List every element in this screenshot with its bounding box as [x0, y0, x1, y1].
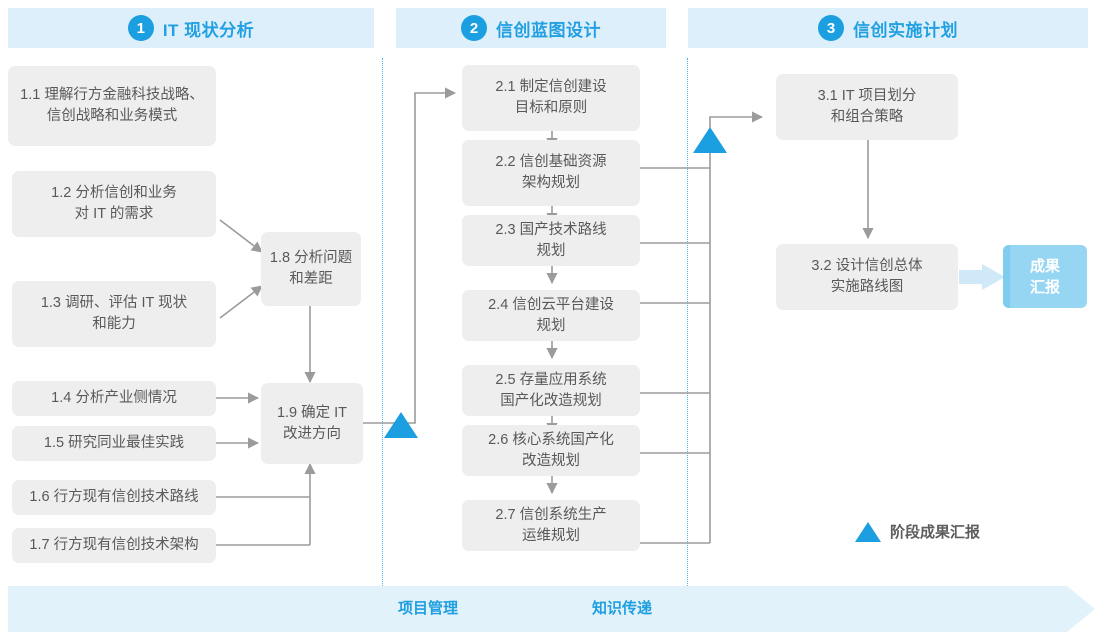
process-box-1-7[interactable]: 1.7 行方现有信创技术架构 — [12, 528, 216, 563]
process-box-1-3[interactable]: 1.3 调研、评估 IT 现状 和能力 — [12, 281, 216, 347]
process-box-1-4[interactable]: 1.4 分析产业侧情况 — [12, 381, 216, 416]
process-box-2-1[interactable]: 2.1 制定信创建设 目标和原则 — [462, 65, 640, 131]
legend-label: 阶段成果汇报 — [890, 524, 981, 541]
process-box-2-6[interactable]: 2.6 核心系统国产化 改造规划 — [462, 425, 640, 476]
phase-chevron-1-icon — [374, 8, 394, 48]
bottom-label-project-management: 项目管理 — [398, 600, 459, 617]
phase-band-3: 3 信创实施计划 — [688, 8, 1108, 48]
milestone-triangle-icon — [855, 521, 881, 542]
process-box-1-1[interactable]: 1.1 理解行方金融科技战略、 信创战略和业务模式 — [8, 66, 216, 146]
phase-number-1: 1 — [127, 15, 154, 41]
bottom-band — [8, 586, 1095, 632]
phase-title-1: IT 现状分析 — [162, 20, 255, 40]
process-box-1-5[interactable]: 1.5 研究同业最佳实践 — [12, 426, 216, 461]
process-box-3-2[interactable]: 3.2 设计信创总体 实施路线图 — [776, 244, 958, 310]
process-box-1-9[interactable]: 1.9 确定 IT 改进方向 — [261, 383, 363, 464]
phase-number-2: 2 — [461, 15, 487, 41]
deliverable-box[interactable]: 成果 汇报 — [1003, 245, 1087, 308]
phase-title-2: 信创蓝图设计 — [496, 20, 601, 40]
phase-band-2: 2 信创蓝图设计 — [396, 8, 686, 48]
process-box-1-2[interactable]: 1.2 分析信创和业务 对 IT 的需求 — [12, 171, 216, 237]
milestone-triangle-phase2-icon — [693, 127, 727, 153]
deliverable-arrow-icon — [959, 264, 1005, 290]
process-box-2-3[interactable]: 2.3 国产技术路线 规划 — [462, 215, 640, 266]
phase-band-1: 1 IT 现状分析 — [8, 8, 394, 48]
phase-title-3: 信创实施计划 — [853, 20, 958, 40]
phase-divider-2-3 — [687, 58, 688, 586]
phase-chevron-2-icon — [666, 8, 686, 48]
phase-divider-1-2 — [382, 58, 383, 586]
process-box-2-2[interactable]: 2.2 信创基础资源 架构规划 — [462, 140, 640, 206]
process-box-2-4[interactable]: 2.4 信创云平台建设 规划 — [462, 290, 640, 341]
bottom-label-knowledge-transfer: 知识传递 — [592, 600, 653, 617]
process-box-1-8[interactable]: 1.8 分析问题 和差距 — [261, 232, 361, 306]
process-box-2-7[interactable]: 2.7 信创系统生产 运维规划 — [462, 500, 640, 551]
milestone-triangle-phase1-icon — [384, 412, 418, 438]
phase-chevron-3-icon — [1088, 8, 1108, 48]
process-box-3-1[interactable]: 3.1 IT 项目划分 和组合策略 — [776, 74, 958, 140]
process-box-1-6[interactable]: 1.6 行方现有信创技术路线 — [12, 480, 216, 515]
phase-number-3: 3 — [818, 15, 844, 41]
process-box-2-5[interactable]: 2.5 存量应用系统 国产化改造规划 — [462, 365, 640, 416]
legend: 阶段成果汇报 — [855, 521, 980, 542]
